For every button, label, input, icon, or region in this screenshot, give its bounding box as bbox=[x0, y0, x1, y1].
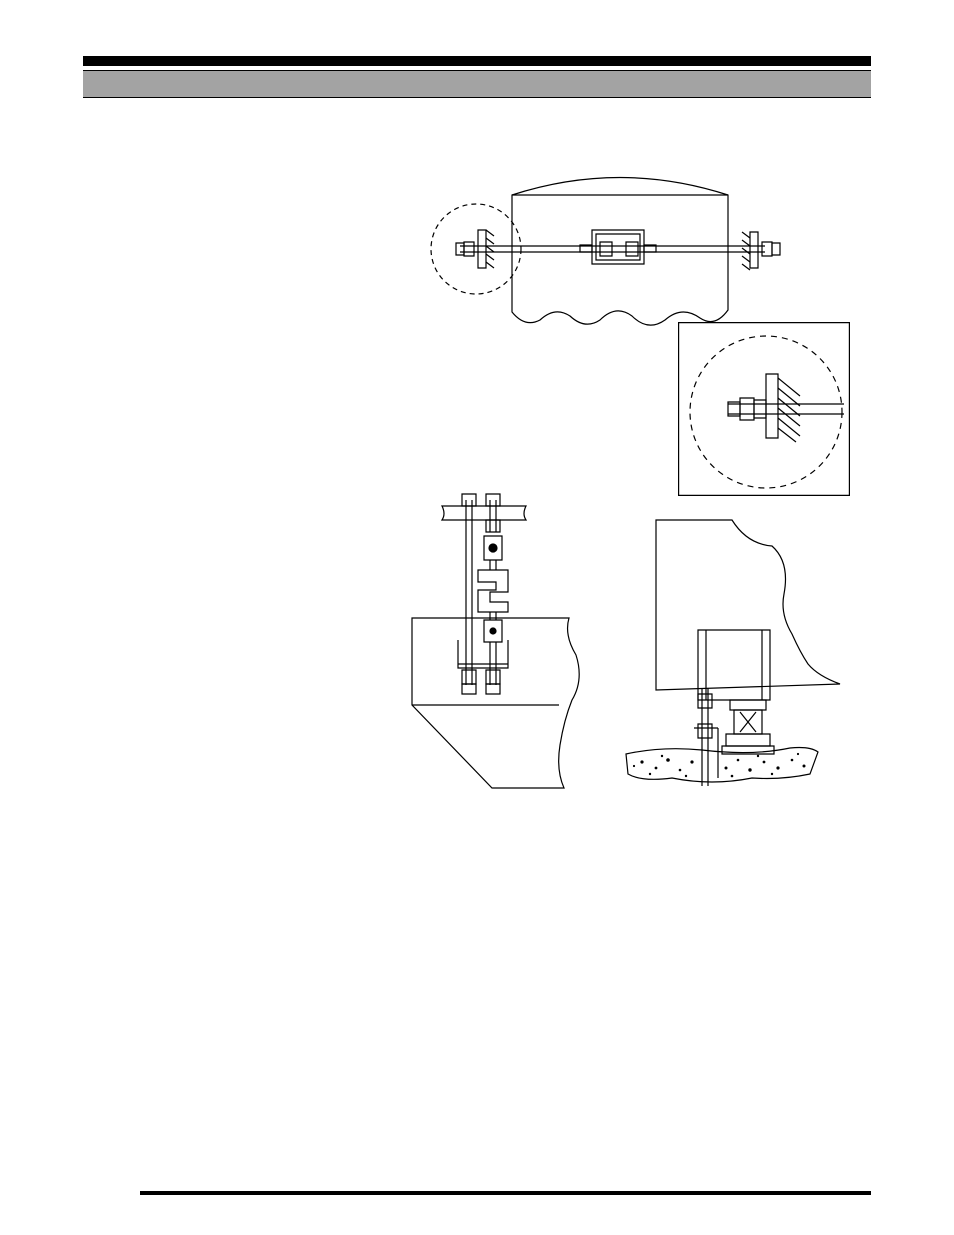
hanging-load-cell-drawing-icon bbox=[404, 490, 594, 795]
hanging-load-cell-figure bbox=[404, 490, 594, 795]
top-rule bbox=[83, 56, 871, 66]
detail-inset-figure bbox=[678, 322, 850, 496]
footer-rule bbox=[140, 1191, 871, 1195]
wall-anchor-detail-drawing-icon bbox=[678, 322, 850, 496]
header-band bbox=[83, 70, 871, 98]
floor-mount-figure bbox=[622, 516, 844, 792]
tension-rod-figure bbox=[420, 160, 800, 340]
tension-rod-installation-drawing-icon bbox=[420, 160, 800, 340]
floor-mount-load-cell-drawing-icon bbox=[622, 516, 844, 792]
